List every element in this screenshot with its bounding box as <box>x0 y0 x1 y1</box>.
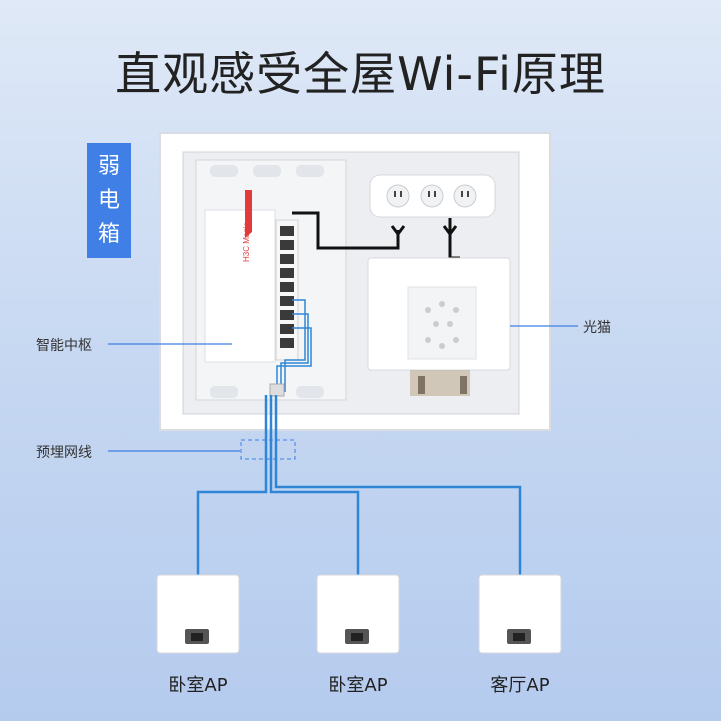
page-title: 直观感受全屋Wi-Fi原理 <box>115 47 606 101</box>
badge-char-1: 弱 <box>97 153 120 179</box>
ap-label-1: 卧室AP <box>168 675 228 696</box>
modem-vent-holes <box>425 301 459 349</box>
ap-label-3: 客厅AP <box>490 675 550 696</box>
badge-char-3: 箱 <box>97 221 120 247</box>
badge-char-2: 电 <box>97 187 120 213</box>
cable-label: 预埋网线 <box>36 445 92 461</box>
access-point-3 <box>478 574 562 654</box>
weak-current-box-badge: 弱 电 箱 <box>87 143 131 258</box>
modem-label: 光猫 <box>583 320 611 336</box>
embedded-cables <box>196 395 522 578</box>
hub-label: 智能中枢 <box>36 338 92 354</box>
smart-hub-device <box>204 209 276 363</box>
ap-label-2: 卧室AP <box>328 675 388 696</box>
access-point-1 <box>156 574 240 654</box>
brand-logo: H3C Magic <box>242 222 251 262</box>
switch-ports <box>280 226 294 348</box>
power-cable-hub <box>292 211 400 250</box>
ethernet-cables <box>276 299 312 392</box>
access-point-2 <box>316 574 400 654</box>
embedded-cable-marker <box>240 439 296 460</box>
brand-stripe <box>245 190 252 238</box>
